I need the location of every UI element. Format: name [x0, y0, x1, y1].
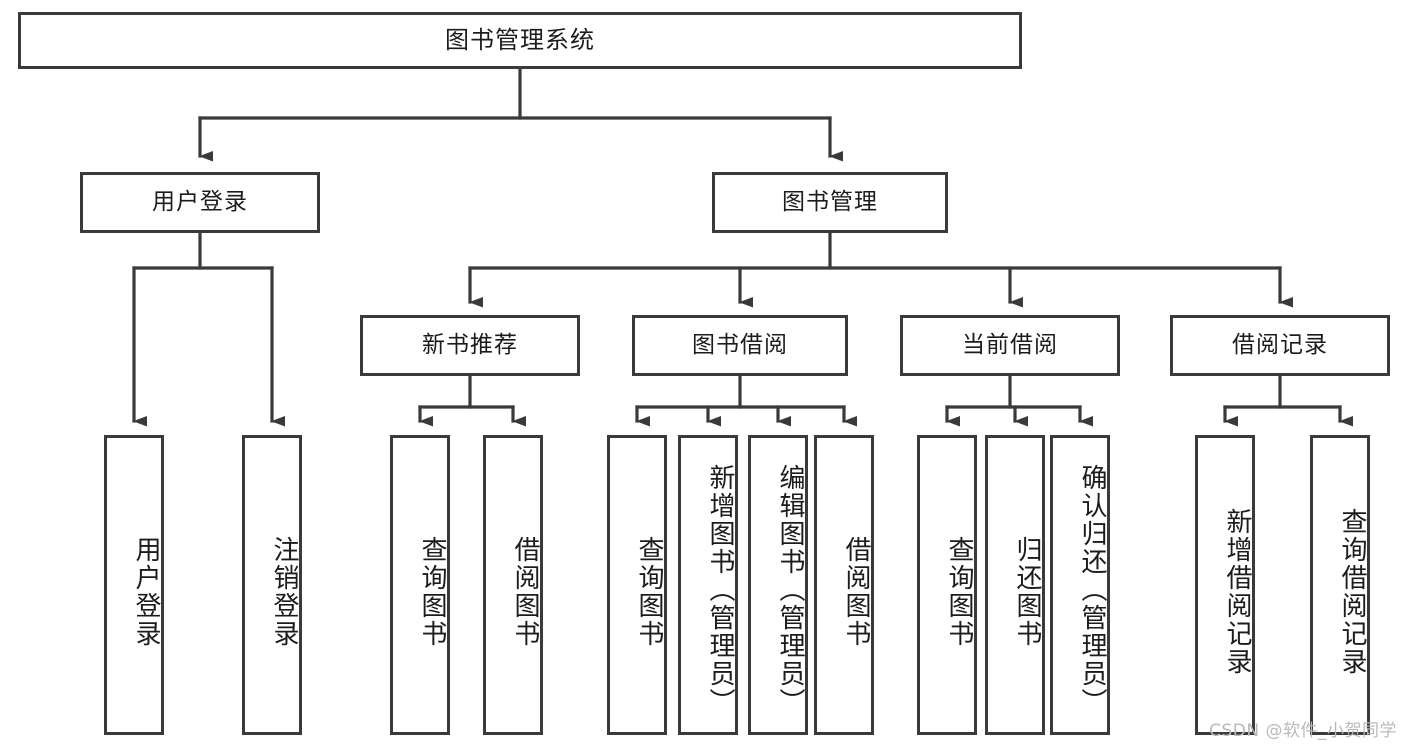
leaf-edit-book-admin[interactable]: 编辑图书（管理员）	[748, 435, 808, 735]
watermark: CSDN @软件_小贺同学	[1209, 721, 1397, 741]
node-book-borrow[interactable]: 图书借阅	[632, 315, 848, 376]
leaf-query-book-borrow[interactable]: 查询图书	[607, 435, 667, 735]
node-label: 查询图书	[944, 536, 974, 648]
node-label: 注销登录	[269, 536, 299, 648]
node-label: 查询借阅记录	[1337, 508, 1367, 676]
node-label: 借阅图书	[510, 536, 540, 648]
node-label: 查询图书	[417, 536, 447, 648]
node-label: 新书推荐	[422, 331, 518, 358]
node-label: 新增借阅记录	[1222, 508, 1252, 676]
leaf-query-book-recommend[interactable]: 查询图书	[390, 435, 450, 735]
leaf-user-login[interactable]: 用户登录	[104, 435, 164, 735]
node-label: 确认归还（管理员）	[1077, 464, 1107, 716]
node-label: 新增图书（管理员）	[705, 464, 735, 716]
leaf-borrow-book[interactable]: 借阅图书	[814, 435, 874, 735]
node-label: 查询图书	[634, 536, 664, 648]
node-root-book-management-system[interactable]: 图书管理系统	[18, 12, 1022, 69]
node-label: 借阅图书	[841, 536, 871, 648]
node-book-management[interactable]: 图书管理	[712, 172, 948, 233]
node-label: 归还图书	[1012, 536, 1042, 648]
node-label: 用户登录	[152, 188, 248, 215]
leaf-return-book[interactable]: 归还图书	[985, 435, 1045, 735]
leaf-query-borrow-record[interactable]: 查询借阅记录	[1310, 435, 1370, 735]
node-label: 图书管理系统	[445, 26, 595, 55]
leaf-add-borrow-record[interactable]: 新增借阅记录	[1195, 435, 1255, 735]
leaf-query-book-current[interactable]: 查询图书	[917, 435, 977, 735]
leaf-user-logout[interactable]: 注销登录	[242, 435, 302, 735]
node-label: 用户登录	[131, 536, 161, 648]
node-label: 借阅记录	[1232, 331, 1328, 358]
node-borrow-record[interactable]: 借阅记录	[1170, 315, 1390, 376]
node-new-book-recommend[interactable]: 新书推荐	[360, 315, 580, 376]
node-label: 图书借阅	[692, 331, 788, 358]
node-user-login[interactable]: 用户登录	[80, 172, 320, 233]
node-label: 当前借阅	[962, 331, 1058, 358]
leaf-confirm-return-admin[interactable]: 确认归还（管理员）	[1050, 435, 1110, 735]
leaf-add-book-admin[interactable]: 新增图书（管理员）	[678, 435, 738, 735]
leaf-borrow-book-recommend[interactable]: 借阅图书	[483, 435, 543, 735]
node-current-borrow[interactable]: 当前借阅	[900, 315, 1120, 376]
node-label: 图书管理	[782, 188, 878, 215]
node-label: 编辑图书（管理员）	[775, 464, 805, 716]
